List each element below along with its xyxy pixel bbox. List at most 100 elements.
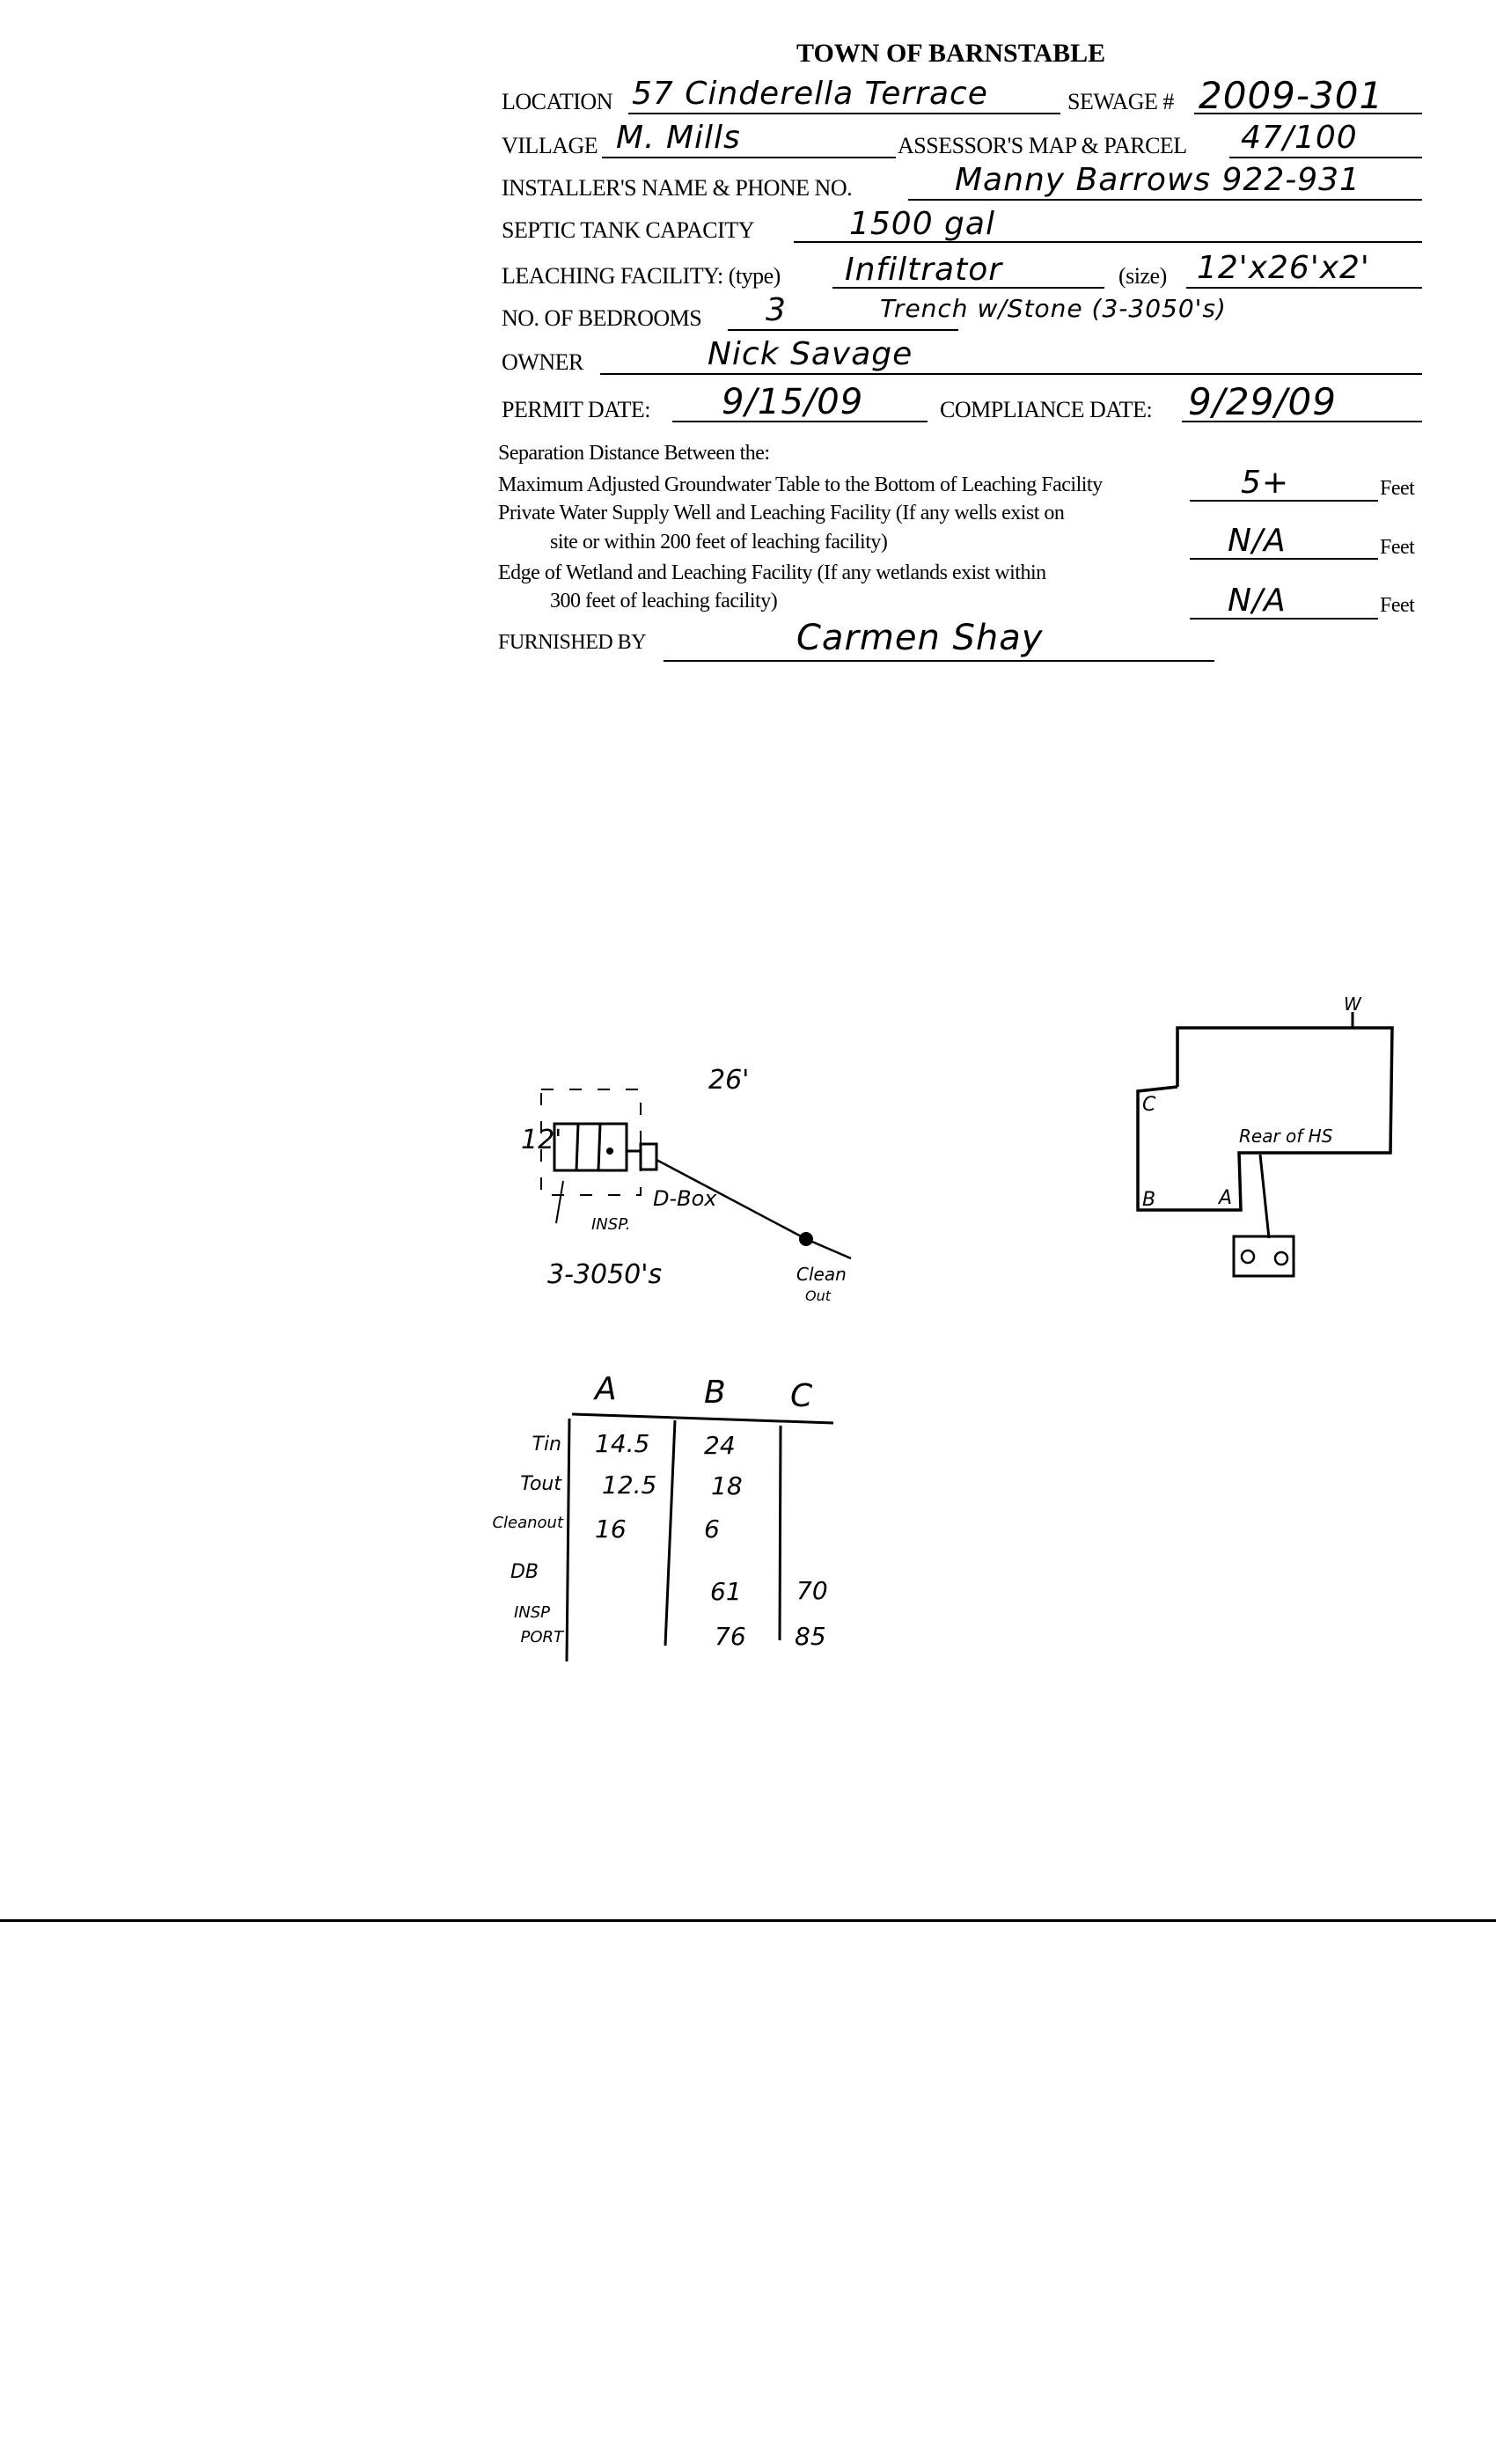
col-header-b: B bbox=[704, 1375, 726, 1411]
location-underline bbox=[628, 113, 1060, 114]
separation-2-value: N/A bbox=[1228, 523, 1287, 559]
village-underline bbox=[602, 157, 896, 158]
permit-date-value: 9/15/09 bbox=[722, 382, 864, 422]
septic-underline bbox=[794, 241, 1422, 243]
leaching-size-value: 12'x26'x2' bbox=[1197, 250, 1370, 286]
cell: 14.5 bbox=[595, 1429, 649, 1458]
separation-3-text-cont: 300 feet of leaching facility) bbox=[550, 590, 778, 612]
form-title: TOWN OF BARNSTABLE bbox=[796, 39, 1106, 68]
leaching-type-label: LEACHING FACILITY: (type) bbox=[502, 263, 781, 289]
house-label: Rear of HS bbox=[1239, 1126, 1333, 1147]
village-label: VILLAGE bbox=[502, 133, 598, 158]
row-label-port: PORT bbox=[520, 1628, 565, 1646]
leaching-size-underline bbox=[1186, 287, 1422, 289]
leaching-size-label: (size) bbox=[1118, 263, 1167, 289]
separation-2-text-cont: site or within 200 feet of leaching faci… bbox=[550, 531, 888, 554]
insp-arrow bbox=[555, 1180, 564, 1224]
installer-value: Manny Barrows 922-931 bbox=[955, 162, 1360, 198]
table-header-rule bbox=[571, 1412, 834, 1425]
owner-value: Nick Savage bbox=[708, 336, 913, 372]
assessor-underline bbox=[1229, 157, 1422, 158]
cell: 85 bbox=[795, 1622, 826, 1651]
d-box bbox=[639, 1142, 658, 1171]
compliance-date-underline bbox=[1182, 421, 1422, 422]
bedrooms-value: 3 bbox=[766, 292, 787, 328]
sewage-label: SEWAGE # bbox=[1067, 89, 1174, 114]
separation-2-underline bbox=[1190, 558, 1378, 560]
point-c-label: C bbox=[1142, 1094, 1156, 1116]
location-label: LOCATION bbox=[502, 89, 613, 114]
col-header-a: A bbox=[593, 1371, 617, 1407]
point-a-label: A bbox=[1217, 1187, 1232, 1209]
permit-date-underline bbox=[672, 421, 928, 422]
point-b-label: B bbox=[1142, 1189, 1155, 1211]
chambers-label: 3-3050's bbox=[547, 1259, 662, 1290]
cleanout-dot bbox=[799, 1232, 813, 1246]
owner-label: OWNER bbox=[502, 349, 583, 375]
separation-1-value: 5+ bbox=[1241, 465, 1290, 501]
separation-2-unit: Feet bbox=[1380, 536, 1415, 559]
elevation-table bbox=[565, 1412, 834, 1662]
tank-cover bbox=[1273, 1250, 1289, 1266]
row-label-tin: Tin bbox=[532, 1434, 562, 1456]
row-label-cleanout: Cleanout bbox=[492, 1514, 564, 1532]
bedrooms-underline bbox=[728, 329, 958, 331]
row-label-tout: Tout bbox=[520, 1473, 562, 1495]
table-col-divider bbox=[565, 1418, 571, 1662]
cell: 24 bbox=[704, 1431, 736, 1460]
septic-value: 1500 gal bbox=[849, 206, 995, 242]
furnished-underline bbox=[664, 660, 1214, 662]
septic-tank bbox=[1232, 1235, 1295, 1278]
assessor-label: ASSESSOR'S MAP & PARCEL bbox=[898, 133, 1187, 158]
septic-label: SEPTIC TANK CAPACITY bbox=[502, 217, 754, 243]
length-label: 26' bbox=[708, 1065, 749, 1096]
furnished-label: FURNISHED BY bbox=[498, 631, 647, 654]
cell: 70 bbox=[796, 1576, 828, 1605]
cell: 6 bbox=[704, 1514, 720, 1544]
separation-3-underline bbox=[1190, 618, 1378, 620]
assessor-value: 47/100 bbox=[1241, 120, 1358, 156]
tank-cover bbox=[1240, 1249, 1256, 1265]
width-label: 12' bbox=[521, 1125, 561, 1155]
separation-1-text: Maximum Adjusted Groundwater Table to th… bbox=[498, 473, 1103, 496]
chamber-divider bbox=[575, 1123, 580, 1171]
compliance-date-value: 9/29/09 bbox=[1188, 380, 1337, 423]
separation-3-value: N/A bbox=[1228, 583, 1287, 619]
installer-label: INSTALLER'S NAME & PHONE NO. bbox=[502, 175, 853, 201]
leaching-chambers bbox=[553, 1122, 628, 1172]
separation-2-text: Private Water Supply Well and Leaching F… bbox=[498, 502, 1065, 524]
location-value: 57 Cinderella Terrace bbox=[632, 76, 988, 112]
separation-1-unit: Feet bbox=[1380, 477, 1415, 500]
row-label-insp: INSP bbox=[514, 1603, 550, 1622]
separation-1-underline bbox=[1190, 500, 1378, 502]
cell: 61 bbox=[710, 1577, 742, 1606]
separation-heading: Separation Distance Between the: bbox=[498, 442, 770, 465]
village-value: M. Mills bbox=[616, 120, 741, 156]
cell: 18 bbox=[711, 1471, 743, 1500]
sewage-value: 2009-301 bbox=[1199, 74, 1384, 117]
leaching-type-value: Infiltrator bbox=[845, 252, 1003, 288]
insp-label: INSP. bbox=[591, 1215, 630, 1234]
insp-port-dot bbox=[606, 1148, 613, 1155]
separation-3-text: Edge of Wetland and Leaching Facility (I… bbox=[498, 561, 1046, 584]
sewage-underline bbox=[1194, 113, 1422, 114]
installer-underline bbox=[908, 199, 1422, 201]
cleanout-label-2: Out bbox=[805, 1287, 832, 1304]
col-header-c: C bbox=[790, 1378, 813, 1414]
well-icon: W bbox=[1344, 994, 1362, 1015]
page-divider bbox=[0, 1919, 1496, 1922]
separation-3-unit: Feet bbox=[1380, 594, 1415, 617]
furnished-signature: Carmen Shay bbox=[796, 618, 1044, 658]
house-outline bbox=[1136, 1026, 1394, 1212]
owner-underline bbox=[600, 373, 1422, 375]
row-label-db: DB bbox=[510, 1561, 539, 1583]
cell: 76 bbox=[715, 1622, 746, 1651]
chamber-divider bbox=[597, 1123, 602, 1171]
leaching-note: Trench w/Stone (3-3050's) bbox=[880, 294, 1227, 323]
building-sewer bbox=[1258, 1154, 1271, 1239]
cell: 12.5 bbox=[602, 1470, 656, 1500]
leaching-type-underline bbox=[832, 287, 1104, 289]
cleanout-label: Clean bbox=[796, 1264, 847, 1285]
dbox-label: D-Box bbox=[653, 1186, 717, 1211]
